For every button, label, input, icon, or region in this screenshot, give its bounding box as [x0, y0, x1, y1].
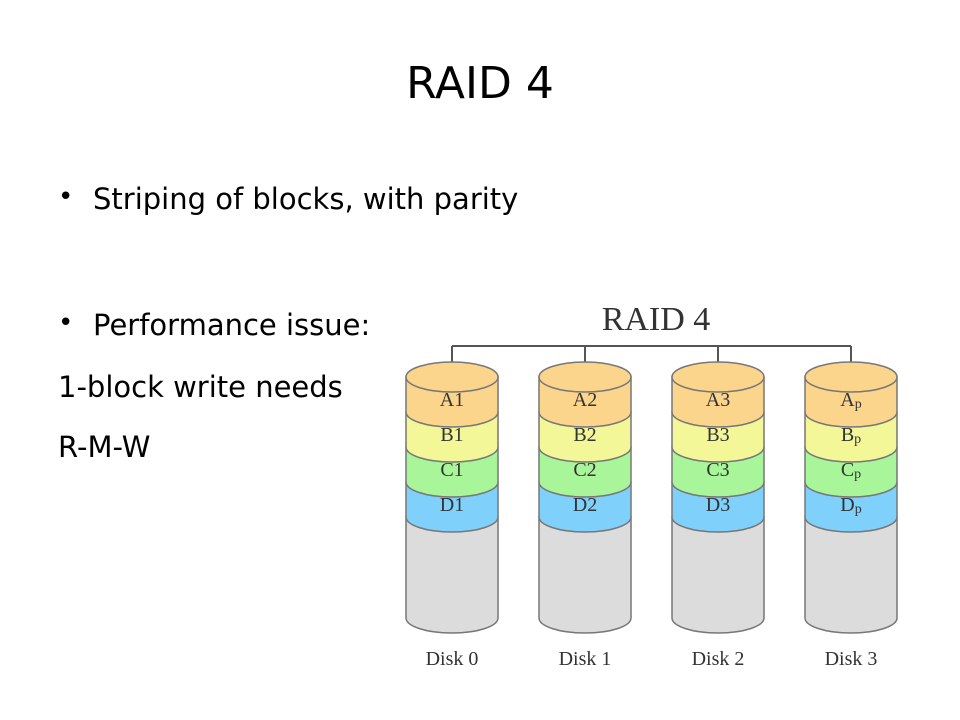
- block-label: Cp: [841, 459, 861, 482]
- slide-title: RAID 4: [406, 58, 554, 109]
- block-label: B3: [706, 424, 729, 446]
- block-label: A3: [706, 389, 730, 411]
- block-label: Bp: [841, 424, 861, 447]
- block-label: B2: [573, 424, 596, 446]
- disk-label: Disk 0: [426, 648, 479, 670]
- diagram-title: RAID 4: [602, 301, 711, 338]
- bullet-icon: •: [58, 182, 74, 212]
- block-label: Ap: [840, 389, 861, 412]
- disk-label: Disk 3: [825, 648, 878, 670]
- block-label: A1: [440, 389, 464, 411]
- block-label: D2: [573, 494, 597, 516]
- block-label: B1: [440, 424, 463, 446]
- bullet-striping: Striping of blocks, with parity: [93, 182, 519, 216]
- block-label: C2: [573, 459, 596, 481]
- disk-top-cap: [671, 361, 765, 393]
- disk-label: Disk 1: [559, 648, 612, 670]
- bullet-performance: Performance issue:: [93, 308, 371, 342]
- disk-bus-lines: [451, 345, 852, 364]
- disk-body: [671, 516, 765, 634]
- disk-body: [538, 516, 632, 634]
- disk-body: [804, 516, 898, 634]
- block-label: C1: [440, 459, 463, 481]
- disk-top-cap: [804, 361, 898, 393]
- disk-label: Disk 2: [692, 648, 745, 670]
- block-label: D3: [706, 494, 730, 516]
- line-block-write: 1-block write needs: [58, 370, 343, 404]
- disk-top-cap: [405, 361, 499, 393]
- block-label: C3: [706, 459, 729, 481]
- line-rmw: R-M-W: [58, 430, 151, 464]
- block-label: Dp: [840, 494, 861, 517]
- block-label: D1: [440, 494, 464, 516]
- block-label: A2: [573, 389, 597, 411]
- disk-top-cap: [538, 361, 632, 393]
- bullet-icon: •: [58, 308, 74, 338]
- disk-body: [405, 516, 499, 634]
